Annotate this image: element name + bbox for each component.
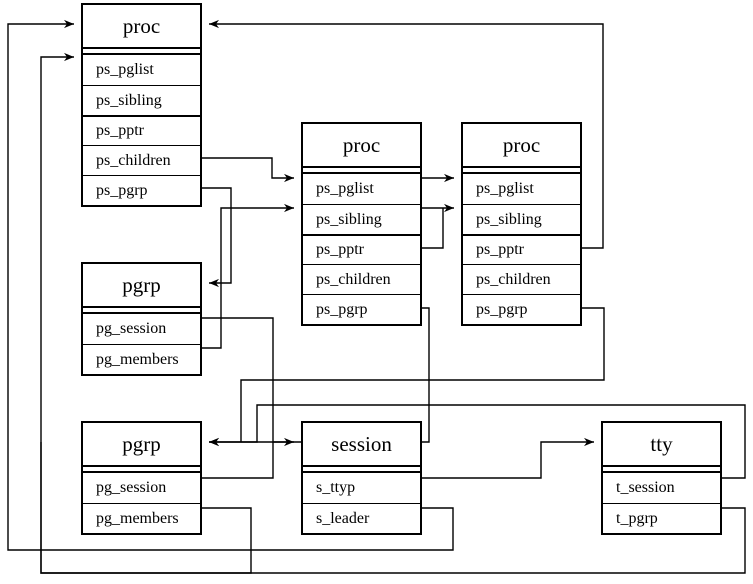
edge-pgrp2-session-to-session1 <box>202 442 274 479</box>
struct-field-proc1-ps_pgrp[interactable]: ps_pgrp <box>83 175 200 205</box>
edge-tty-session-to-pgrp2 <box>209 404 746 479</box>
edge-pgrp1-members-to-proc2-sibling <box>202 203 294 349</box>
struct-title-tty1: tty <box>650 431 673 456</box>
struct-title-separator <box>603 465 720 473</box>
edge-proc3-pgrp-to-pgrp2 <box>240 307 605 442</box>
struct-title-session1: session <box>331 431 392 456</box>
struct-field-proc2-ps_sibling[interactable]: ps_sibling <box>303 204 420 234</box>
struct-box-pgrp1[interactable]: pgrp pg_session pg_members <box>81 262 202 376</box>
edge-session1-leader-to-proc1 <box>7 19 454 551</box>
struct-title-separator <box>303 166 420 174</box>
struct-title-separator <box>83 47 200 55</box>
struct-field-proc3-ps_pglist[interactable]: ps_pglist <box>476 180 534 197</box>
struct-title-pgrp1: pgrp <box>122 272 161 297</box>
edge-pgrp1-session-to-session1 <box>202 317 294 447</box>
struct-field-proc3-ps_children[interactable]: ps_children <box>463 264 580 294</box>
struct-title-proc1: proc <box>122 13 161 38</box>
edge-tty-pgrp-to-pgrp2 <box>40 442 746 574</box>
struct-field-proc3-ps_pptr[interactable]: ps_pptr <box>463 234 580 264</box>
struct-field-tty1-t_pgrp[interactable]: t_pgrp <box>603 503 720 533</box>
struct-field-session1-s_leader[interactable]: s_leader <box>303 503 420 533</box>
struct-field-pgrp1-pg_session[interactable]: pg_session <box>96 320 167 337</box>
struct-field-proc1-ps_children[interactable]: ps_children <box>83 145 200 175</box>
edge-proc2-pptr-to-proc3-sibling <box>422 208 444 249</box>
edge-session1-ttyp-to-tty <box>422 437 594 479</box>
struct-field-proc1-ps_pglist[interactable]: ps_pglist <box>96 61 154 78</box>
struct-title-proc3: proc <box>502 132 541 157</box>
struct-field-tty1-t_session[interactable]: t_session <box>616 479 675 496</box>
edge-proc3-pptr-to-proc1 <box>209 19 604 249</box>
struct-title-separator <box>83 465 200 473</box>
struct-title-separator <box>463 166 580 174</box>
struct-field-proc2-ps_children[interactable]: ps_children <box>303 264 420 294</box>
struct-field-proc1-ps_sibling[interactable]: ps_sibling <box>83 85 200 115</box>
struct-field-proc2-ps_pptr[interactable]: ps_pptr <box>303 234 420 264</box>
struct-field-proc3-ps_pgrp[interactable]: ps_pgrp <box>463 294 580 324</box>
struct-field-proc3-ps_sibling[interactable]: ps_sibling <box>463 204 580 234</box>
struct-box-pgrp2[interactable]: pgrp pg_session pg_members <box>81 421 202 535</box>
struct-title-proc2: proc <box>342 132 381 157</box>
struct-box-session1[interactable]: session s_ttyp s_leader <box>301 421 422 535</box>
struct-field-proc2-ps_pglist[interactable]: ps_pglist <box>316 180 374 197</box>
struct-field-proc1-ps_pptr[interactable]: ps_pptr <box>83 115 200 145</box>
struct-field-pgrp1-pg_members[interactable]: pg_members <box>83 344 200 374</box>
struct-title-separator <box>83 306 200 314</box>
edge-proc1-pgrp-to-pgrp1 <box>202 187 232 288</box>
edge-proc1-children-to-proc2-pglist <box>202 157 294 183</box>
struct-title-separator <box>303 465 420 473</box>
struct-field-proc2-ps_pgrp[interactable]: ps_pgrp <box>303 294 420 324</box>
struct-field-pgrp2-pg_members[interactable]: pg_members <box>83 503 200 533</box>
struct-box-tty1[interactable]: tty t_session t_pgrp <box>601 421 722 535</box>
struct-title-pgrp2: pgrp <box>122 431 161 456</box>
struct-field-session1-s_ttyp[interactable]: s_ttyp <box>316 479 356 496</box>
struct-field-pgrp2-pg_session[interactable]: pg_session <box>96 479 167 496</box>
